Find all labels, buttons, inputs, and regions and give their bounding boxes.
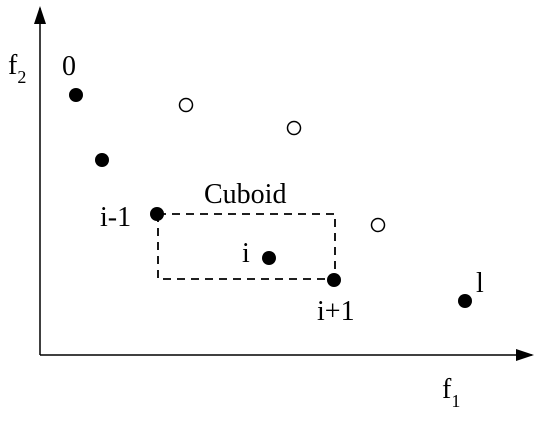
- y-axis-label-subscript: 2: [17, 67, 26, 87]
- cuboid-label: Cuboid: [204, 179, 286, 210]
- point-label-last: l: [476, 268, 484, 299]
- open-point: [178, 97, 194, 113]
- x-axis-label-base: f: [442, 374, 452, 405]
- x-axis-label-subscript: 1: [451, 391, 460, 411]
- open-point: [286, 120, 302, 136]
- open-point: [370, 217, 386, 233]
- cuboid-box: [157, 213, 336, 280]
- filled-point: [69, 88, 83, 102]
- filled-point: [95, 153, 109, 167]
- filled-point: [150, 207, 164, 221]
- filled-point: [262, 251, 276, 265]
- point-label-current: i: [242, 238, 250, 269]
- y-axis-label-base: f: [8, 50, 18, 81]
- filled-point: [327, 273, 341, 287]
- point-label-next: i+1: [317, 296, 355, 327]
- y-axis-label: f2: [8, 50, 26, 87]
- point-label-prev: i-1: [100, 202, 131, 233]
- x-axis-label: f1: [442, 374, 460, 411]
- point-label-first: 0: [62, 51, 76, 82]
- filled-point: [458, 294, 472, 308]
